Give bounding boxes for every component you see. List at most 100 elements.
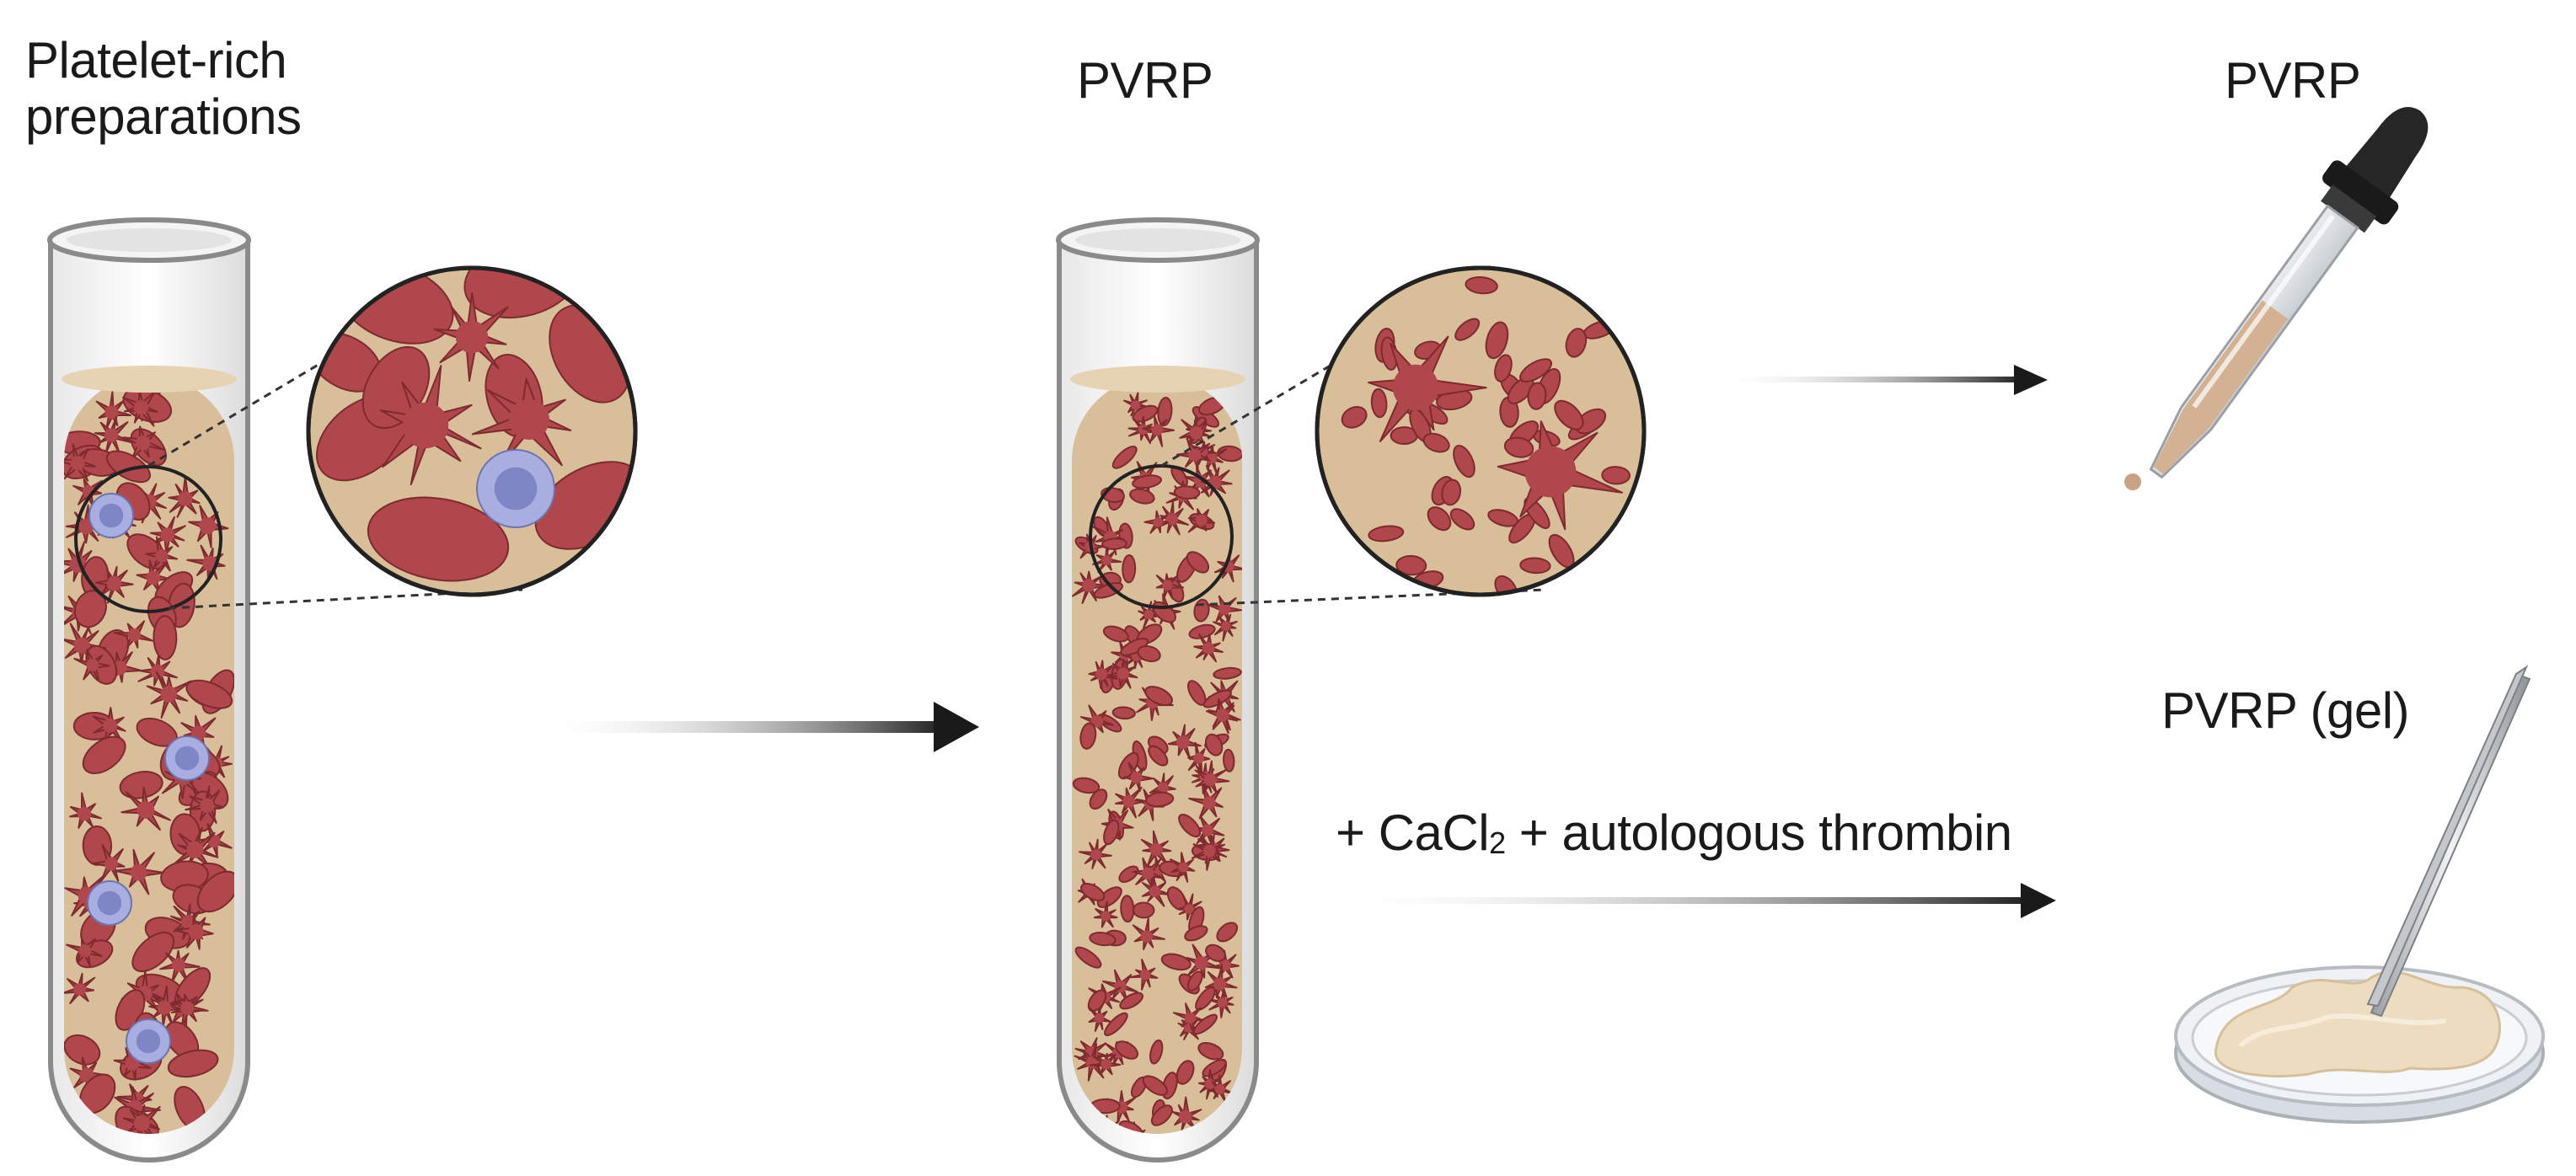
red-blood-cell <box>1173 485 1201 500</box>
red-blood-cell <box>1132 474 1163 489</box>
red-blood-cell <box>1503 436 1534 458</box>
red-blood-cell <box>367 496 510 582</box>
red-blood-cell <box>131 931 175 973</box>
red-blood-cell <box>1422 432 1450 453</box>
red-blood-cell <box>1142 1075 1168 1096</box>
reagent-label: + CaCl2 + autologous thrombin <box>1336 804 2012 861</box>
red-blood-cell <box>1186 551 1210 574</box>
red-blood-cell <box>1368 525 1405 543</box>
red-blood-cell <box>1223 748 1235 772</box>
title-platelet-rich-preparations: Platelet-rich preparations <box>25 32 302 145</box>
red-blood-cell <box>1120 638 1149 656</box>
red-blood-cell <box>1427 506 1452 532</box>
red-blood-cell <box>1150 1104 1173 1126</box>
red-blood-cell <box>1119 992 1144 1010</box>
red-blood-cell <box>1145 791 1175 808</box>
zoom-line-top-2 <box>1160 308 1425 468</box>
red-blood-cell <box>1370 388 1388 419</box>
test-tube-pvrp <box>1056 217 1260 1163</box>
red-blood-cell <box>1575 408 1607 435</box>
red-blood-cell <box>1149 1039 1164 1065</box>
red-blood-cell <box>1184 925 1208 942</box>
zoom-line-bottom-2 <box>1196 588 1547 607</box>
red-blood-cell <box>1187 970 1203 992</box>
red-blood-cell <box>1204 733 1224 756</box>
zoom-line-bottom-1 <box>168 588 523 610</box>
red-blood-cell <box>153 615 178 660</box>
arrow-main <box>536 702 979 752</box>
red-blood-cell <box>1341 406 1368 429</box>
red-blood-cell <box>1074 946 1102 969</box>
red-blood-cell <box>1192 1013 1218 1035</box>
dropper-icon <box>2124 107 2429 490</box>
red-blood-cell <box>1197 1041 1224 1061</box>
plasma-fill-pvrp <box>1072 376 1242 1134</box>
red-blood-cell <box>1120 895 1135 923</box>
red-blood-cell <box>167 1049 219 1078</box>
title-pvrp-gel: PVRP (gel) <box>2161 682 2410 739</box>
tweezers-icon <box>2366 665 2531 1018</box>
red-blood-cell <box>1395 554 1427 576</box>
drop <box>2124 473 2141 490</box>
red-blood-cell <box>1453 444 1475 478</box>
red-blood-cell <box>1465 275 1498 295</box>
red-blood-cell <box>1102 625 1129 643</box>
red-blood-cell <box>1441 478 1462 506</box>
red-blood-cell <box>1079 722 1097 750</box>
red-blood-cell <box>82 735 126 774</box>
red-blood-cell <box>1072 777 1101 794</box>
red-blood-cell <box>1093 582 1124 599</box>
red-blood-cell <box>1485 321 1509 360</box>
plasma-fill <box>64 376 234 1134</box>
red-blood-cell <box>196 870 234 913</box>
red-blood-cell <box>1148 745 1169 767</box>
red-blood-cell <box>1118 865 1139 883</box>
red-blood-cell <box>1144 686 1174 707</box>
title-line-1: Platelet-rich <box>25 32 287 88</box>
red-blood-cell <box>1527 382 1547 410</box>
magnified-cells-pvrp <box>1341 275 1631 593</box>
title-pvrp-dropper: PVRP <box>2225 52 2361 109</box>
red-blood-cell <box>1494 575 1518 593</box>
red-blood-cell <box>1188 623 1216 639</box>
magnified-view-prp <box>306 265 638 597</box>
gel-blob <box>2214 970 2501 1077</box>
red-blood-cell <box>1101 537 1127 550</box>
title-line-2: preparations <box>25 88 302 146</box>
red-blood-cell <box>1104 1012 1128 1037</box>
red-blood-cell <box>1178 813 1202 838</box>
test-tube-platelet-rich <box>47 217 251 1163</box>
red-blood-cell <box>1132 404 1159 423</box>
red-blood-cell <box>1089 932 1117 947</box>
red-blood-cell <box>185 679 233 709</box>
red-blood-cell <box>1115 1040 1139 1060</box>
red-blood-cell <box>1213 666 1242 680</box>
red-blood-cell <box>1554 399 1584 430</box>
red-blood-cell <box>1122 554 1137 584</box>
red-blood-cell <box>1202 1059 1227 1077</box>
red-blood-cell <box>1132 901 1155 919</box>
red-blood-cell <box>105 450 151 484</box>
red-blood-cell <box>1096 886 1122 908</box>
red-blood-cell <box>1205 943 1226 962</box>
red-blood-cell <box>1111 445 1138 469</box>
rbc-cluster <box>64 387 234 1134</box>
red-blood-cell <box>1494 354 1513 382</box>
red-blood-cell <box>1601 466 1631 485</box>
red-blood-cell <box>1449 508 1475 531</box>
red-blood-cell <box>1111 706 1136 720</box>
red-blood-cell <box>1454 318 1481 341</box>
red-blood-cell <box>1137 644 1161 663</box>
red-blood-cell <box>1195 986 1216 1011</box>
red-blood-cell <box>1565 328 1588 358</box>
red-blood-cell <box>1080 883 1106 901</box>
red-blood-cell <box>1519 358 1553 383</box>
red-blood-cell <box>1216 922 1239 943</box>
plasma-surface <box>62 366 237 393</box>
petri-dish-icon <box>2174 965 2545 1124</box>
red-blood-cell <box>1176 1060 1195 1085</box>
arrow-to-dropper <box>1715 365 2048 395</box>
reagent-suffix: + autologous thrombin <box>1505 804 2012 861</box>
red-blood-cell <box>64 1034 101 1066</box>
